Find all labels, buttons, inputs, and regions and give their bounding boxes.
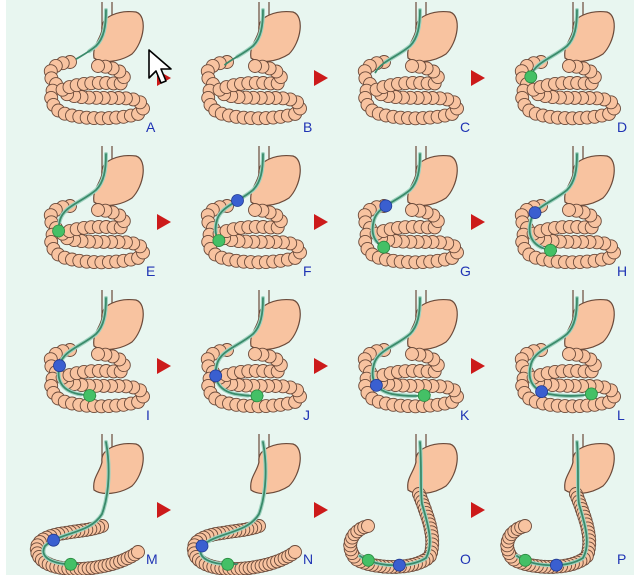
frame-c: C bbox=[358, 2, 470, 135]
mouse-pointer-icon bbox=[146, 48, 176, 88]
overtube-balloon bbox=[196, 540, 208, 552]
frame-b: B bbox=[201, 2, 312, 135]
overtube-balloon bbox=[536, 386, 548, 398]
frame-f: F bbox=[201, 146, 311, 279]
small-intestine bbox=[201, 56, 306, 125]
next-step-arrow-icon bbox=[471, 502, 485, 518]
frame-h: H bbox=[515, 146, 627, 279]
next-step-arrow-icon bbox=[314, 358, 328, 374]
frame-o: O bbox=[344, 434, 471, 573]
frame-label: E bbox=[146, 263, 155, 279]
frame-label: P bbox=[617, 551, 626, 567]
stomach bbox=[251, 444, 301, 494]
scope-balloon bbox=[84, 390, 96, 402]
frame-l: L bbox=[515, 290, 625, 423]
frame-m: M bbox=[30, 434, 157, 575]
overtube-balloon bbox=[370, 379, 382, 391]
frame-a: A bbox=[44, 2, 156, 135]
next-step-arrow-icon bbox=[471, 70, 485, 86]
frame-label: A bbox=[146, 119, 156, 135]
frame-p: P bbox=[501, 434, 627, 573]
overtube-balloon bbox=[54, 360, 66, 372]
stomach bbox=[565, 444, 615, 494]
scope-balloon bbox=[251, 390, 263, 402]
frame-label: L bbox=[617, 407, 625, 423]
next-step-arrow-icon bbox=[314, 70, 328, 86]
scope-balloon bbox=[519, 554, 531, 566]
next-step-arrow-icon bbox=[314, 502, 328, 518]
frame-label: M bbox=[146, 551, 158, 567]
scope-balloon bbox=[545, 244, 557, 256]
frame-label: O bbox=[460, 551, 471, 567]
scope-balloon bbox=[378, 241, 390, 253]
frame-label: H bbox=[617, 263, 627, 279]
endoscope bbox=[200, 442, 265, 564]
stomach bbox=[94, 444, 144, 494]
overtube-balloon bbox=[210, 370, 222, 382]
stomach bbox=[408, 444, 458, 494]
overtube-balloon bbox=[380, 200, 392, 212]
frame-i: I bbox=[44, 290, 150, 423]
frame-label: F bbox=[303, 263, 312, 279]
small-intestine bbox=[44, 56, 149, 125]
frame-k: K bbox=[358, 290, 470, 423]
next-step-arrow-icon bbox=[157, 214, 171, 230]
scope-balloon bbox=[418, 390, 430, 402]
scope-balloon bbox=[362, 554, 374, 566]
next-step-arrow-icon bbox=[157, 502, 171, 518]
scope-balloon bbox=[585, 388, 597, 400]
endoscope-overtube bbox=[200, 442, 265, 564]
frame-j: J bbox=[201, 290, 310, 423]
frame-label: I bbox=[146, 407, 150, 423]
scope-balloon bbox=[222, 558, 234, 570]
next-step-arrow-icon bbox=[314, 214, 328, 230]
frame-label: D bbox=[617, 119, 627, 135]
frame-d: D bbox=[515, 2, 627, 135]
scope-balloon bbox=[53, 225, 65, 237]
overtube-balloon bbox=[550, 559, 562, 571]
next-step-arrow-icon bbox=[157, 358, 171, 374]
overtube-balloon bbox=[232, 195, 244, 207]
scope-balloon bbox=[213, 235, 225, 247]
small-intestine bbox=[201, 200, 306, 269]
frame-label: J bbox=[303, 407, 310, 423]
next-step-arrow-icon bbox=[471, 214, 485, 230]
overtube-balloon bbox=[48, 534, 60, 546]
frame-n: N bbox=[187, 434, 313, 575]
small-intestine bbox=[358, 56, 463, 125]
frame-e: E bbox=[44, 146, 155, 279]
overtube-balloon bbox=[529, 207, 541, 219]
next-step-arrow-icon bbox=[471, 358, 485, 374]
frame-label: N bbox=[303, 551, 313, 567]
frame-g: G bbox=[358, 146, 471, 279]
frame-label: K bbox=[460, 407, 470, 423]
frame-label: C bbox=[460, 119, 470, 135]
scope-balloon bbox=[525, 71, 537, 83]
small-intestine bbox=[515, 56, 620, 125]
frame-label: G bbox=[460, 263, 471, 279]
overtube-balloon bbox=[393, 559, 405, 571]
scope-balloon bbox=[65, 558, 77, 570]
frame-label: B bbox=[303, 119, 312, 135]
